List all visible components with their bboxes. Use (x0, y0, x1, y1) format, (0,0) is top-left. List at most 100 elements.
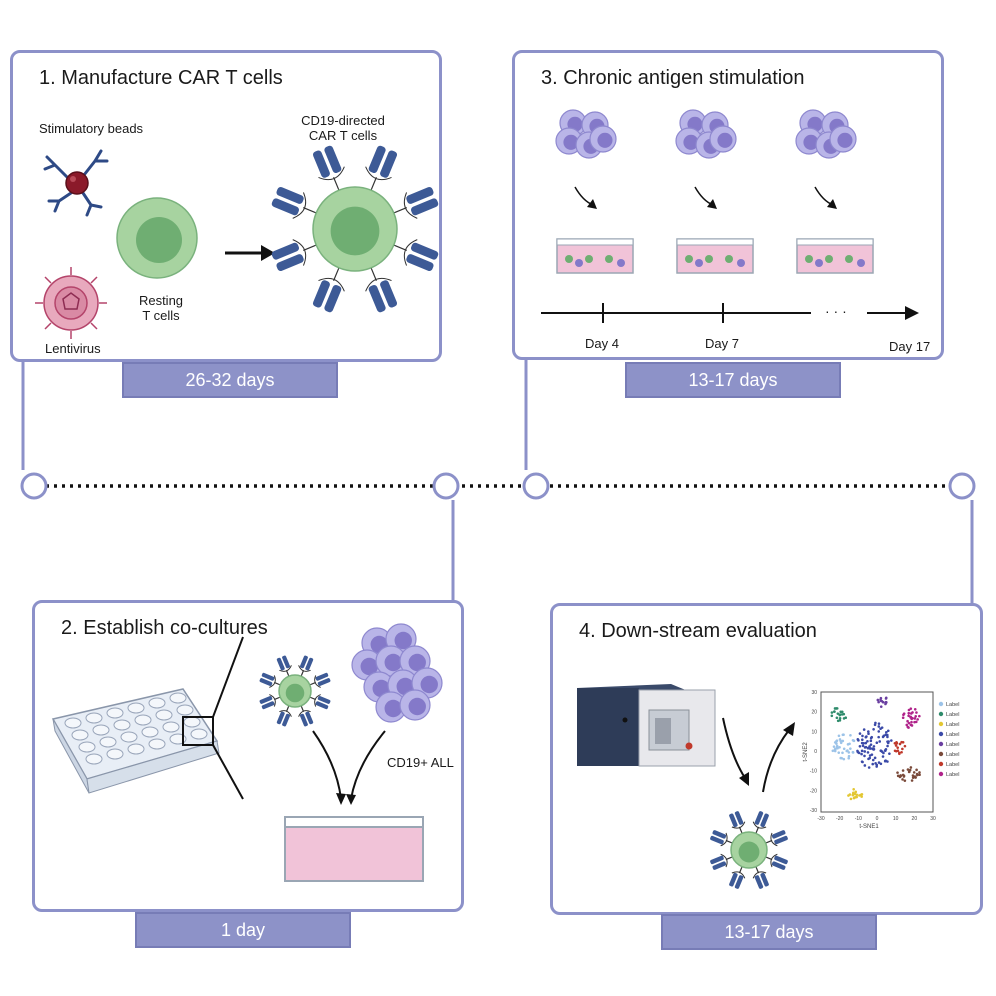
car-receptor (729, 871, 746, 889)
merge-arrows-icon (312, 730, 386, 800)
car-receptor (259, 672, 276, 688)
legend-swatch (938, 721, 944, 727)
car-t-cell-icon (710, 811, 788, 889)
legend-label: Label (946, 732, 959, 738)
car-receptor (710, 830, 728, 847)
legend-label: Label (946, 742, 959, 748)
timeline-node-2 (432, 472, 460, 500)
stimulation-cycle-3 (795, 109, 874, 274)
tsne-ytick: 10 (811, 729, 817, 735)
tsne-xlabel: t-SNE1 (859, 824, 879, 830)
car-receptor (403, 186, 439, 219)
culture-dish-icon (284, 816, 424, 882)
car-receptor (298, 655, 314, 672)
resting-t-cell-icon (116, 197, 198, 279)
tsne-ytick: -10 (810, 769, 817, 775)
timeline-node-3 (522, 472, 550, 500)
duration-badge-1: 26-32 days (122, 362, 338, 398)
legend-label: Label (946, 772, 959, 778)
panel-title: 1. Manufacture CAR T cells (39, 67, 283, 89)
ellipsis: · · · (825, 303, 847, 319)
tsne-ylabel: t-SNE2 (803, 742, 809, 762)
duration-badge-4: 13-17 days (661, 914, 877, 950)
panel-title: 3. Chronic antigen stimulation (541, 67, 805, 89)
car-t-cell-icon (259, 655, 331, 727)
panel-title: 4. Down-stream evaluation (579, 620, 817, 642)
car-receptor (752, 811, 769, 829)
legend-swatch (938, 701, 944, 707)
tsne-xtick: 10 (893, 816, 899, 822)
car-receptor (403, 239, 439, 272)
duration-badge-3: 13-17 days (625, 362, 841, 398)
stimulatory-bead-icon (43, 149, 109, 217)
panel-manufacture-car-t: 1. Manufacture CAR T cells Stimulatory b… (10, 50, 442, 362)
car-receptor (314, 672, 331, 688)
duration-badge-2: 1 day (135, 912, 351, 948)
panel-down-stream-evaluation: 4. Down-stream evaluation -30 -20 -10 0 10 20… (550, 603, 983, 915)
tsne-ytick: 30 (811, 690, 817, 696)
car-receptor (314, 694, 331, 710)
car-receptor (710, 853, 728, 870)
panel1-graphics (35, 145, 439, 339)
panel2-graphics (51, 623, 443, 882)
car-t-cells-label: CD19-directed CAR T cells (301, 113, 385, 143)
up-arrow-icon (762, 729, 790, 793)
resting-t-cells-label: Resting T cells (138, 293, 184, 323)
stimulation-cycle-1 (555, 109, 634, 274)
panel-title: 2. Establish co-cultures (61, 617, 268, 639)
legend-label: Label (946, 722, 959, 728)
day-label-7: Day 7 (705, 336, 739, 351)
stimulatory-beads-label: Stimulatory beads (39, 121, 144, 136)
car-receptor (259, 694, 276, 710)
car-receptor (365, 277, 398, 313)
legend-swatch (938, 761, 944, 767)
tsne-ytick: 20 (811, 710, 817, 716)
lentivirus-label: Lentivirus (45, 341, 101, 356)
legend-swatch (938, 771, 944, 777)
tsne-ytick: -20 (810, 788, 817, 794)
car-receptor (365, 145, 398, 181)
timeline-arrow-icon (541, 303, 919, 323)
car-receptor (729, 811, 746, 829)
lentivirus-icon (35, 267, 107, 339)
stimulation-cycle-2 (675, 109, 754, 274)
panel3-graphics (541, 109, 919, 323)
car-receptor (312, 145, 345, 181)
zoom-box (182, 716, 214, 746)
car-receptor (752, 871, 769, 889)
day-label-17: Day 17 (889, 339, 931, 354)
tsne-xtick: 30 (930, 816, 936, 822)
car-receptor (298, 710, 314, 727)
timeline-node-1 (20, 472, 48, 500)
car-receptor (770, 853, 788, 870)
car-receptor (271, 239, 307, 272)
car-receptor (276, 710, 292, 727)
flow-cytometer-icon (577, 684, 716, 767)
tsne-xtick: -20 (836, 816, 843, 822)
tsne-xtick: -10 (855, 816, 862, 822)
timeline-node-4 (948, 472, 976, 500)
legend-label: Label (946, 752, 959, 758)
tsne-xtick: 0 (876, 816, 879, 822)
legend-label: Label (946, 762, 959, 768)
legend-label: Label (946, 702, 959, 708)
car-receptor (312, 277, 345, 313)
tsne-xtick: 20 (912, 816, 918, 822)
tsne-xtick: -30 (817, 816, 824, 822)
manufacture-arrow-icon (225, 245, 275, 261)
panel-chronic-antigen-stimulation: 3. Chronic antigen stimulation · · · Day… (512, 50, 944, 360)
zoom-line-bottom (212, 744, 244, 800)
well-plate-icon (51, 688, 220, 794)
legend-label: Label (946, 712, 959, 718)
cd19-all-label: CD19+ ALL (387, 755, 454, 770)
car-t-cell-icon (271, 145, 439, 313)
zoom-line-top (212, 636, 244, 718)
car-receptor (276, 655, 292, 672)
panel-establish-co-cultures: 2. Establish co-cultures CD19+ ALL (32, 600, 464, 912)
legend-swatch (938, 751, 944, 757)
legend-swatch (938, 741, 944, 747)
